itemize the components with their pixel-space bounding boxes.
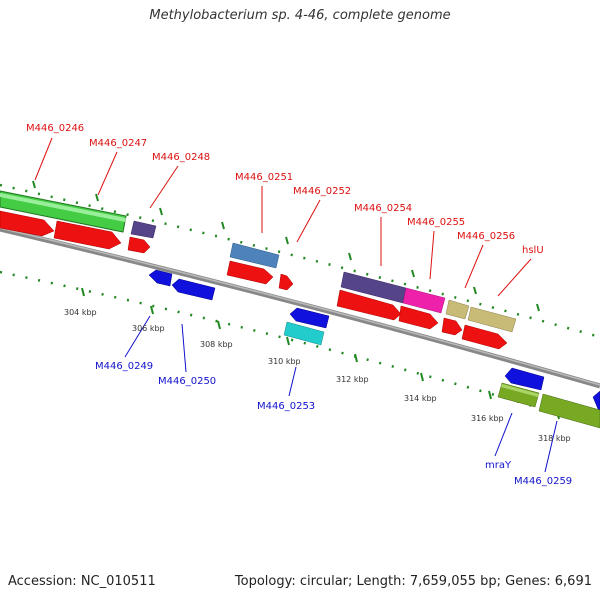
- gene-label: M446_0251: [235, 172, 293, 183]
- reverse-gene-arrow: [289, 307, 330, 329]
- genome-backbone: [0, 226, 600, 389]
- gene-label: M446_0248: [152, 152, 210, 163]
- gene-feature: [283, 321, 325, 346]
- accession-text: Accession: NC_010511: [8, 574, 156, 589]
- gene-feature: [130, 220, 157, 239]
- cds-arrow: [461, 324, 508, 350]
- cds-arrow: [53, 220, 122, 250]
- gene-feature: [497, 382, 540, 408]
- scale-label: 312 kbp: [336, 375, 369, 384]
- cds-arrow: [441, 317, 463, 336]
- bottom-label-leaders: [124, 315, 558, 473]
- scale-label: 314 kbp: [404, 394, 437, 403]
- gene-label: M446_0247: [89, 138, 147, 149]
- reverse-gene-arrow: [171, 278, 216, 301]
- gene-label: hslU: [522, 245, 544, 256]
- scale-label: 316 kbp: [471, 414, 504, 423]
- gene-label: M446_0246: [26, 123, 84, 134]
- gene-label: M446_0255: [407, 217, 465, 228]
- gene-feature: [538, 393, 600, 429]
- cds-arrow: [0, 210, 55, 237]
- gene-label: M446_0256: [457, 231, 515, 242]
- gene-feature: [0, 193, 126, 222]
- gene-feature: [229, 242, 280, 269]
- gene-label: M446_0252: [293, 186, 351, 197]
- scale-label: 318 kbp: [538, 434, 571, 443]
- cds-arrow: [398, 305, 439, 330]
- cds-arrow: [127, 236, 151, 254]
- cds-arrow: [336, 289, 402, 321]
- gene-label: M446_0249: [95, 361, 153, 372]
- gene-feature: [402, 287, 446, 314]
- cds-arrow: [226, 260, 274, 285]
- outer-ruler-ticks: [32, 180, 540, 312]
- scale-label: 306 kbp: [132, 324, 165, 333]
- gene-label: mraY: [485, 460, 512, 471]
- gene-label: M446_0250: [158, 376, 216, 387]
- reverse-gene-arrow: [504, 367, 545, 391]
- genome-backbone-highlight: [0, 227, 600, 386]
- scale-label: 308 kbp: [200, 340, 233, 349]
- map-title: Methylobacterium sp. 4-46, complete geno…: [149, 8, 451, 23]
- top-label-leaders: [34, 137, 532, 297]
- gene-label: M446_0259: [514, 476, 572, 487]
- gene-label: M446_0254: [354, 203, 412, 214]
- scale-label: 310 kbp: [268, 357, 301, 366]
- reverse-gene-arrow: [592, 390, 600, 411]
- scale-label: 304 kbp: [64, 308, 97, 317]
- gene-feature: [501, 384, 539, 397]
- topology-summary: Topology: circular; Length: 7,659,055 bp…: [234, 574, 592, 589]
- gene-label: M446_0253: [257, 401, 315, 412]
- gene-feature: [445, 299, 470, 320]
- cds-arrow: [278, 273, 294, 291]
- reverse-gene-arrow: [148, 269, 173, 287]
- gene-feature: [467, 306, 517, 333]
